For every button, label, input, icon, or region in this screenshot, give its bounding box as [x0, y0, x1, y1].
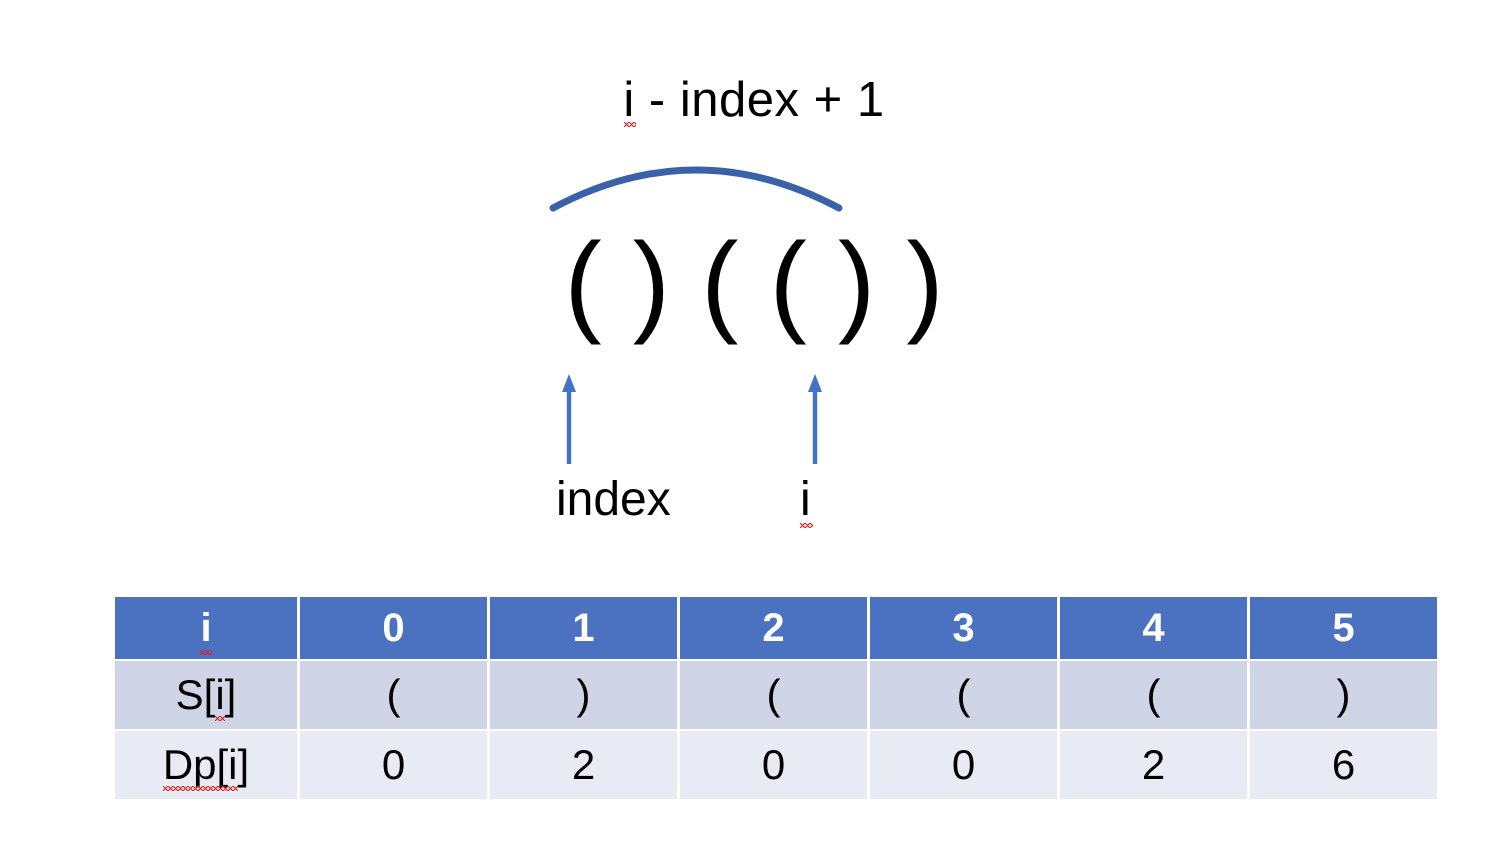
cell-s-2: (: [680, 661, 867, 729]
index-arrow-icon: [562, 374, 576, 464]
row-label-s-index: i: [215, 671, 226, 721]
table-row-dp: Dp[i] 0 2 0 0 2 6: [115, 731, 1437, 799]
table-row-s: S[i] ( ) ( ( ( ): [115, 661, 1437, 729]
header-label-i: i: [200, 605, 212, 655]
span-arc-icon: [549, 166, 843, 212]
formula-rest: - index + 1: [634, 73, 885, 127]
pointer-label-index-text: index: [556, 473, 671, 526]
row-label-dp-suffix: ]: [237, 741, 250, 788]
header-cell-0: 0: [300, 597, 487, 659]
pointer-label-i-text: i: [800, 473, 813, 528]
header-cell-1: 1: [490, 597, 677, 659]
cell-s-3: (: [870, 661, 1057, 729]
formula-title: i - index + 1: [0, 72, 1508, 128]
parenthesis-string: ( ) ( ( ) ): [564, 220, 944, 345]
cell-s-4: (: [1060, 661, 1247, 729]
pointer-label-index: index: [556, 472, 671, 528]
row-label-s-suffix: ]: [224, 671, 237, 718]
cell-dp-2: 0: [680, 731, 867, 799]
header-cell-5: 5: [1250, 597, 1437, 659]
header-cell-i: i: [115, 597, 297, 659]
formula-token-i: i: [623, 73, 637, 127]
row-label-dp: Dp[i]: [115, 731, 297, 799]
cell-dp-4: 2: [1060, 731, 1247, 799]
pointer-label-i: i: [800, 472, 813, 528]
cell-dp-5: 6: [1250, 731, 1437, 799]
row-label-dp-prefix: Dp[: [162, 741, 229, 791]
header-cell-4: 4: [1060, 597, 1247, 659]
cell-dp-3: 0: [870, 731, 1057, 799]
i-arrow-icon: [808, 374, 822, 464]
cell-s-0: (: [300, 661, 487, 729]
table-header-row: i 0 1 2 3 4 5: [115, 597, 1437, 659]
cell-s-1: ): [490, 661, 677, 729]
row-label-s: S[i]: [115, 661, 297, 729]
cell-s-5: ): [1250, 661, 1437, 729]
row-label-dp-index: i: [228, 741, 238, 791]
dp-table: i 0 1 2 3 4 5 S[i] ( ) ( ( ( ) Dp[i] 0 2…: [112, 595, 1440, 801]
row-label-s-prefix: S[: [175, 671, 216, 718]
cell-dp-0: 0: [300, 731, 487, 799]
cell-dp-1: 2: [490, 731, 677, 799]
header-cell-3: 3: [870, 597, 1057, 659]
header-cell-2: 2: [680, 597, 867, 659]
